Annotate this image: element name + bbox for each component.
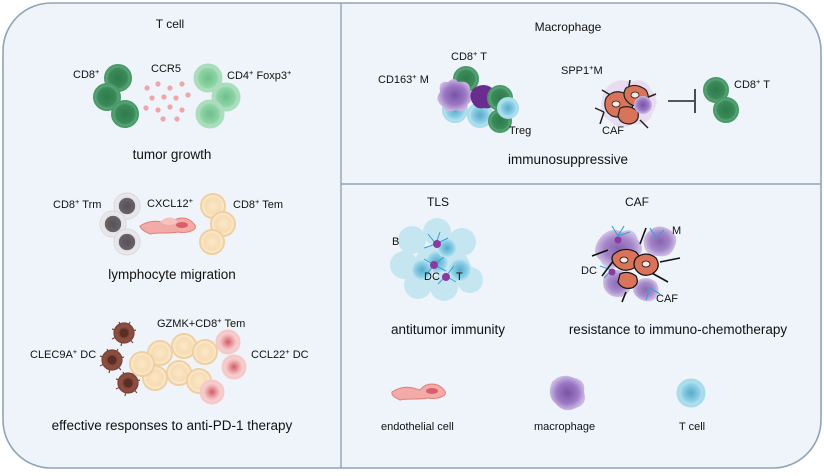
tumor-growth-group <box>93 63 241 129</box>
dc-cell <box>433 240 441 248</box>
tls-title: TLS <box>427 195 449 209</box>
label-cd4-foxp3: CD4+ Foxp3+ <box>227 68 292 82</box>
ccl22-dc-cells <box>199 329 247 405</box>
caf-cluster <box>591 225 681 303</box>
caption-resistance: resistance to immuno-chemotherapy <box>569 322 788 337</box>
cd4-foxp3-t-cell <box>193 63 223 93</box>
cd8-trm-cell <box>113 192 141 220</box>
immunosuppressive-cluster <box>437 66 519 133</box>
label-caf-panel: CAF <box>656 293 678 305</box>
dc-cell <box>614 236 622 244</box>
legend-endothelial-label: endothelial cell <box>381 421 454 433</box>
label-cd8: CD8+ <box>73 67 100 81</box>
lymphocyte-migration-group <box>99 192 236 256</box>
cd163-macrophage <box>437 79 473 112</box>
clec9a-dc-cell <box>99 348 125 374</box>
label-cd163-m: CD163+ M <box>378 72 429 86</box>
dc-cell <box>608 268 616 276</box>
caf-title: CAF <box>625 195 649 209</box>
label-gzmk-cd8-tem: GZMK+CD8+ Tem <box>157 316 245 330</box>
label-t: T <box>456 271 463 283</box>
macrophage <box>633 278 659 302</box>
clec9a-dc-cell <box>111 321 137 347</box>
cd8-trm-cell <box>99 210 127 238</box>
label-dc-caf: DC <box>581 265 597 277</box>
clec9a-dc-cell <box>115 371 141 397</box>
cd8-tem-cell <box>199 229 225 255</box>
pd1-response-group <box>99 321 247 405</box>
label-spp1-m: SPP1+M <box>561 63 603 77</box>
caf-nucleus <box>630 91 640 99</box>
label-clec9a-dc: CLEC9A+ DC <box>30 347 96 361</box>
caption-lymphocyte-migration: lymphocyte migration <box>108 267 236 282</box>
cd8-t-cell <box>111 100 139 128</box>
treg-cell <box>497 97 519 119</box>
caption-immunosuppressive: immunosuppressive <box>508 152 628 167</box>
clec9a-dc-cells <box>99 321 141 397</box>
caf-cell <box>617 271 638 289</box>
label-cd8-t-right: CD8+ T <box>734 77 770 91</box>
legend-macrophage-icon <box>549 375 585 411</box>
legend-macrophage-label: macrophage <box>534 421 595 433</box>
caf-cell <box>617 106 639 125</box>
gzmk-cd8-tem-cells <box>129 333 218 394</box>
caf-dc-processes <box>599 225 665 301</box>
tls-cluster <box>390 218 483 301</box>
legend-tcell-label: T cell <box>679 421 705 433</box>
endothelial-vessel <box>139 217 196 235</box>
macrophage <box>643 226 677 257</box>
inhibition-symbol <box>668 89 696 113</box>
label-treg: Treg <box>509 125 531 137</box>
caf-nucleus <box>619 256 629 264</box>
label-ccl22-dc: CCL22+ DC <box>251 347 309 361</box>
cd8-t-cell-target <box>713 97 739 123</box>
legend-endothelial-icon <box>391 383 446 401</box>
caption-tumor-growth: tumor growth <box>133 147 212 162</box>
caf-nucleus <box>611 100 621 108</box>
label-ccr5: CCR5 <box>151 63 181 75</box>
label-cd8-trm: CD8+ Trm <box>53 197 101 211</box>
cd8-trm-cell <box>113 228 141 256</box>
dc-cell <box>442 273 450 281</box>
legend: endothelial cell macrophage T cell <box>381 375 706 433</box>
tcell-title: T cell <box>156 17 184 31</box>
label-m: M <box>672 225 681 237</box>
label-cd8-t: CD8+ T <box>451 49 487 63</box>
ccr5-chemokine-dots <box>143 81 191 122</box>
spp1-caf-cluster <box>594 79 657 129</box>
spp1-macrophage <box>634 96 652 114</box>
caption-anti-pd1: effective responses to anti-PD-1 therapy <box>52 418 293 433</box>
label-cxcl12: CXCL12+ <box>147 196 194 210</box>
caption-antitumor-immunity: antitumor immunity <box>391 322 505 337</box>
label-dc: DC <box>424 271 440 283</box>
cd4-foxp3-t-cell <box>195 99 225 129</box>
macrophage-title: Macrophage <box>535 20 602 34</box>
dc-cell <box>430 261 438 269</box>
caf-processes <box>591 227 681 303</box>
legend-tcell-icon <box>676 378 706 408</box>
cd8-t-cell <box>93 83 121 111</box>
label-b: B <box>392 236 399 248</box>
label-caf: CAF <box>602 125 624 137</box>
label-cd8-tem: CD8+ Tem <box>233 197 283 211</box>
caf-nucleus <box>641 260 651 268</box>
